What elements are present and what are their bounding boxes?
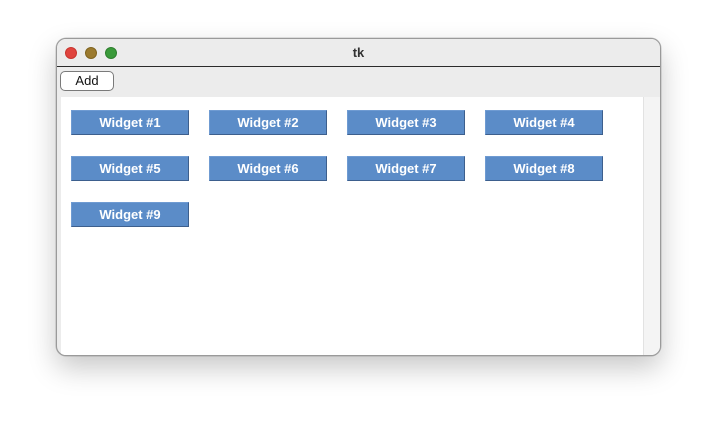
- maximize-window-icon[interactable]: [105, 47, 117, 59]
- widget-button-5[interactable]: Widget #5: [71, 156, 189, 181]
- toolbar: Add: [57, 67, 660, 97]
- scrollbar-track[interactable]: [643, 97, 660, 355]
- widget-button-4[interactable]: Widget #4: [485, 110, 603, 135]
- widget-button-1[interactable]: Widget #1: [71, 110, 189, 135]
- add-button[interactable]: Add: [60, 71, 114, 91]
- app-window: tk Add Widget #1 Widget #2 Widget #3 Wid…: [56, 38, 661, 356]
- widget-button-8[interactable]: Widget #8: [485, 156, 603, 181]
- window-title: tk: [352, 45, 365, 60]
- widget-button-7[interactable]: Widget #7: [347, 156, 465, 181]
- widget-button-9[interactable]: Widget #9: [71, 202, 189, 227]
- widget-button-6[interactable]: Widget #6: [209, 156, 327, 181]
- widget-canvas: Widget #1 Widget #2 Widget #3 Widget #4 …: [61, 97, 643, 355]
- title-bar[interactable]: tk: [57, 39, 660, 67]
- minimize-window-icon[interactable]: [85, 47, 97, 59]
- close-window-icon[interactable]: [65, 47, 77, 59]
- widget-button-3[interactable]: Widget #3: [347, 110, 465, 135]
- widget-button-2[interactable]: Widget #2: [209, 110, 327, 135]
